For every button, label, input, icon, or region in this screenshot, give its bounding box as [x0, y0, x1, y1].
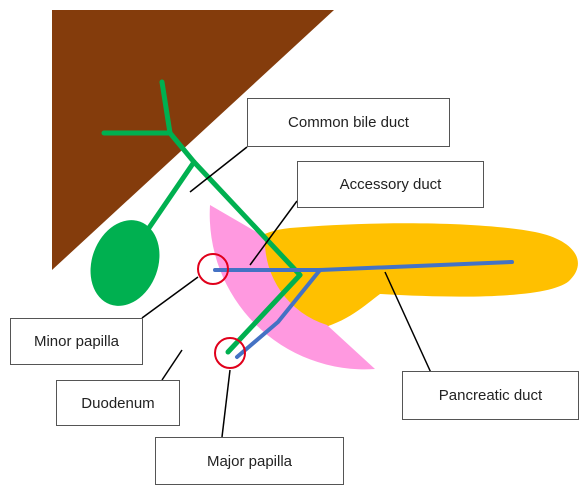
major-papilla-label: Major papilla	[155, 437, 344, 485]
pancreatic-duct-label: Pancreatic duct	[402, 371, 579, 420]
duodenum-label: Duodenum	[56, 380, 180, 426]
accessory-duct-label: Accessory duct	[297, 161, 484, 208]
common-bile-duct-label: Common bile duct	[247, 98, 450, 147]
minor-papilla-label: Minor papilla	[10, 318, 143, 365]
